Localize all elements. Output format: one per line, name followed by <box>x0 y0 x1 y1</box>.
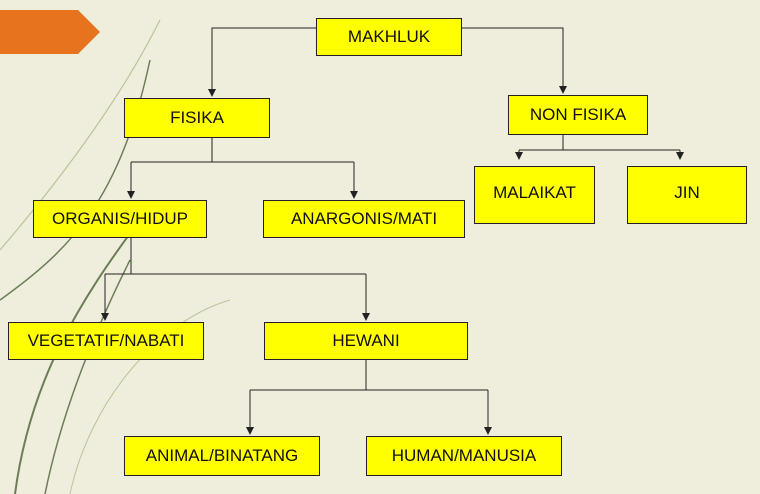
node-fisika: FISIKA <box>124 98 270 138</box>
edge-makhluk-fisika <box>208 27 316 97</box>
decorative-curve <box>0 19 161 251</box>
edge-makhluk-nonfisika <box>462 27 567 94</box>
node-malaikat: MALAIKAT <box>474 166 595 224</box>
node-hewani: HEWANI <box>264 322 468 360</box>
decorative-curve <box>44 259 131 494</box>
node-jin: JIN <box>627 166 747 224</box>
node-non-fisika: NON FISIKA <box>508 95 648 135</box>
decorative-curve <box>69 299 231 494</box>
orange-accent-tab <box>0 10 100 54</box>
node-vegetatif-nabati: VEGETATIF/NABATI <box>8 322 204 360</box>
node-makhluk: MAKHLUK <box>316 18 462 56</box>
node-anargonis-mati: ANARGONIS/MATI <box>263 200 465 238</box>
node-human-manusia: HUMAN/MANUSIA <box>366 436 562 476</box>
node-organis-hidup: ORGANIS/HIDUP <box>33 200 207 238</box>
node-animal-binatang: ANIMAL/BINATANG <box>124 436 320 476</box>
